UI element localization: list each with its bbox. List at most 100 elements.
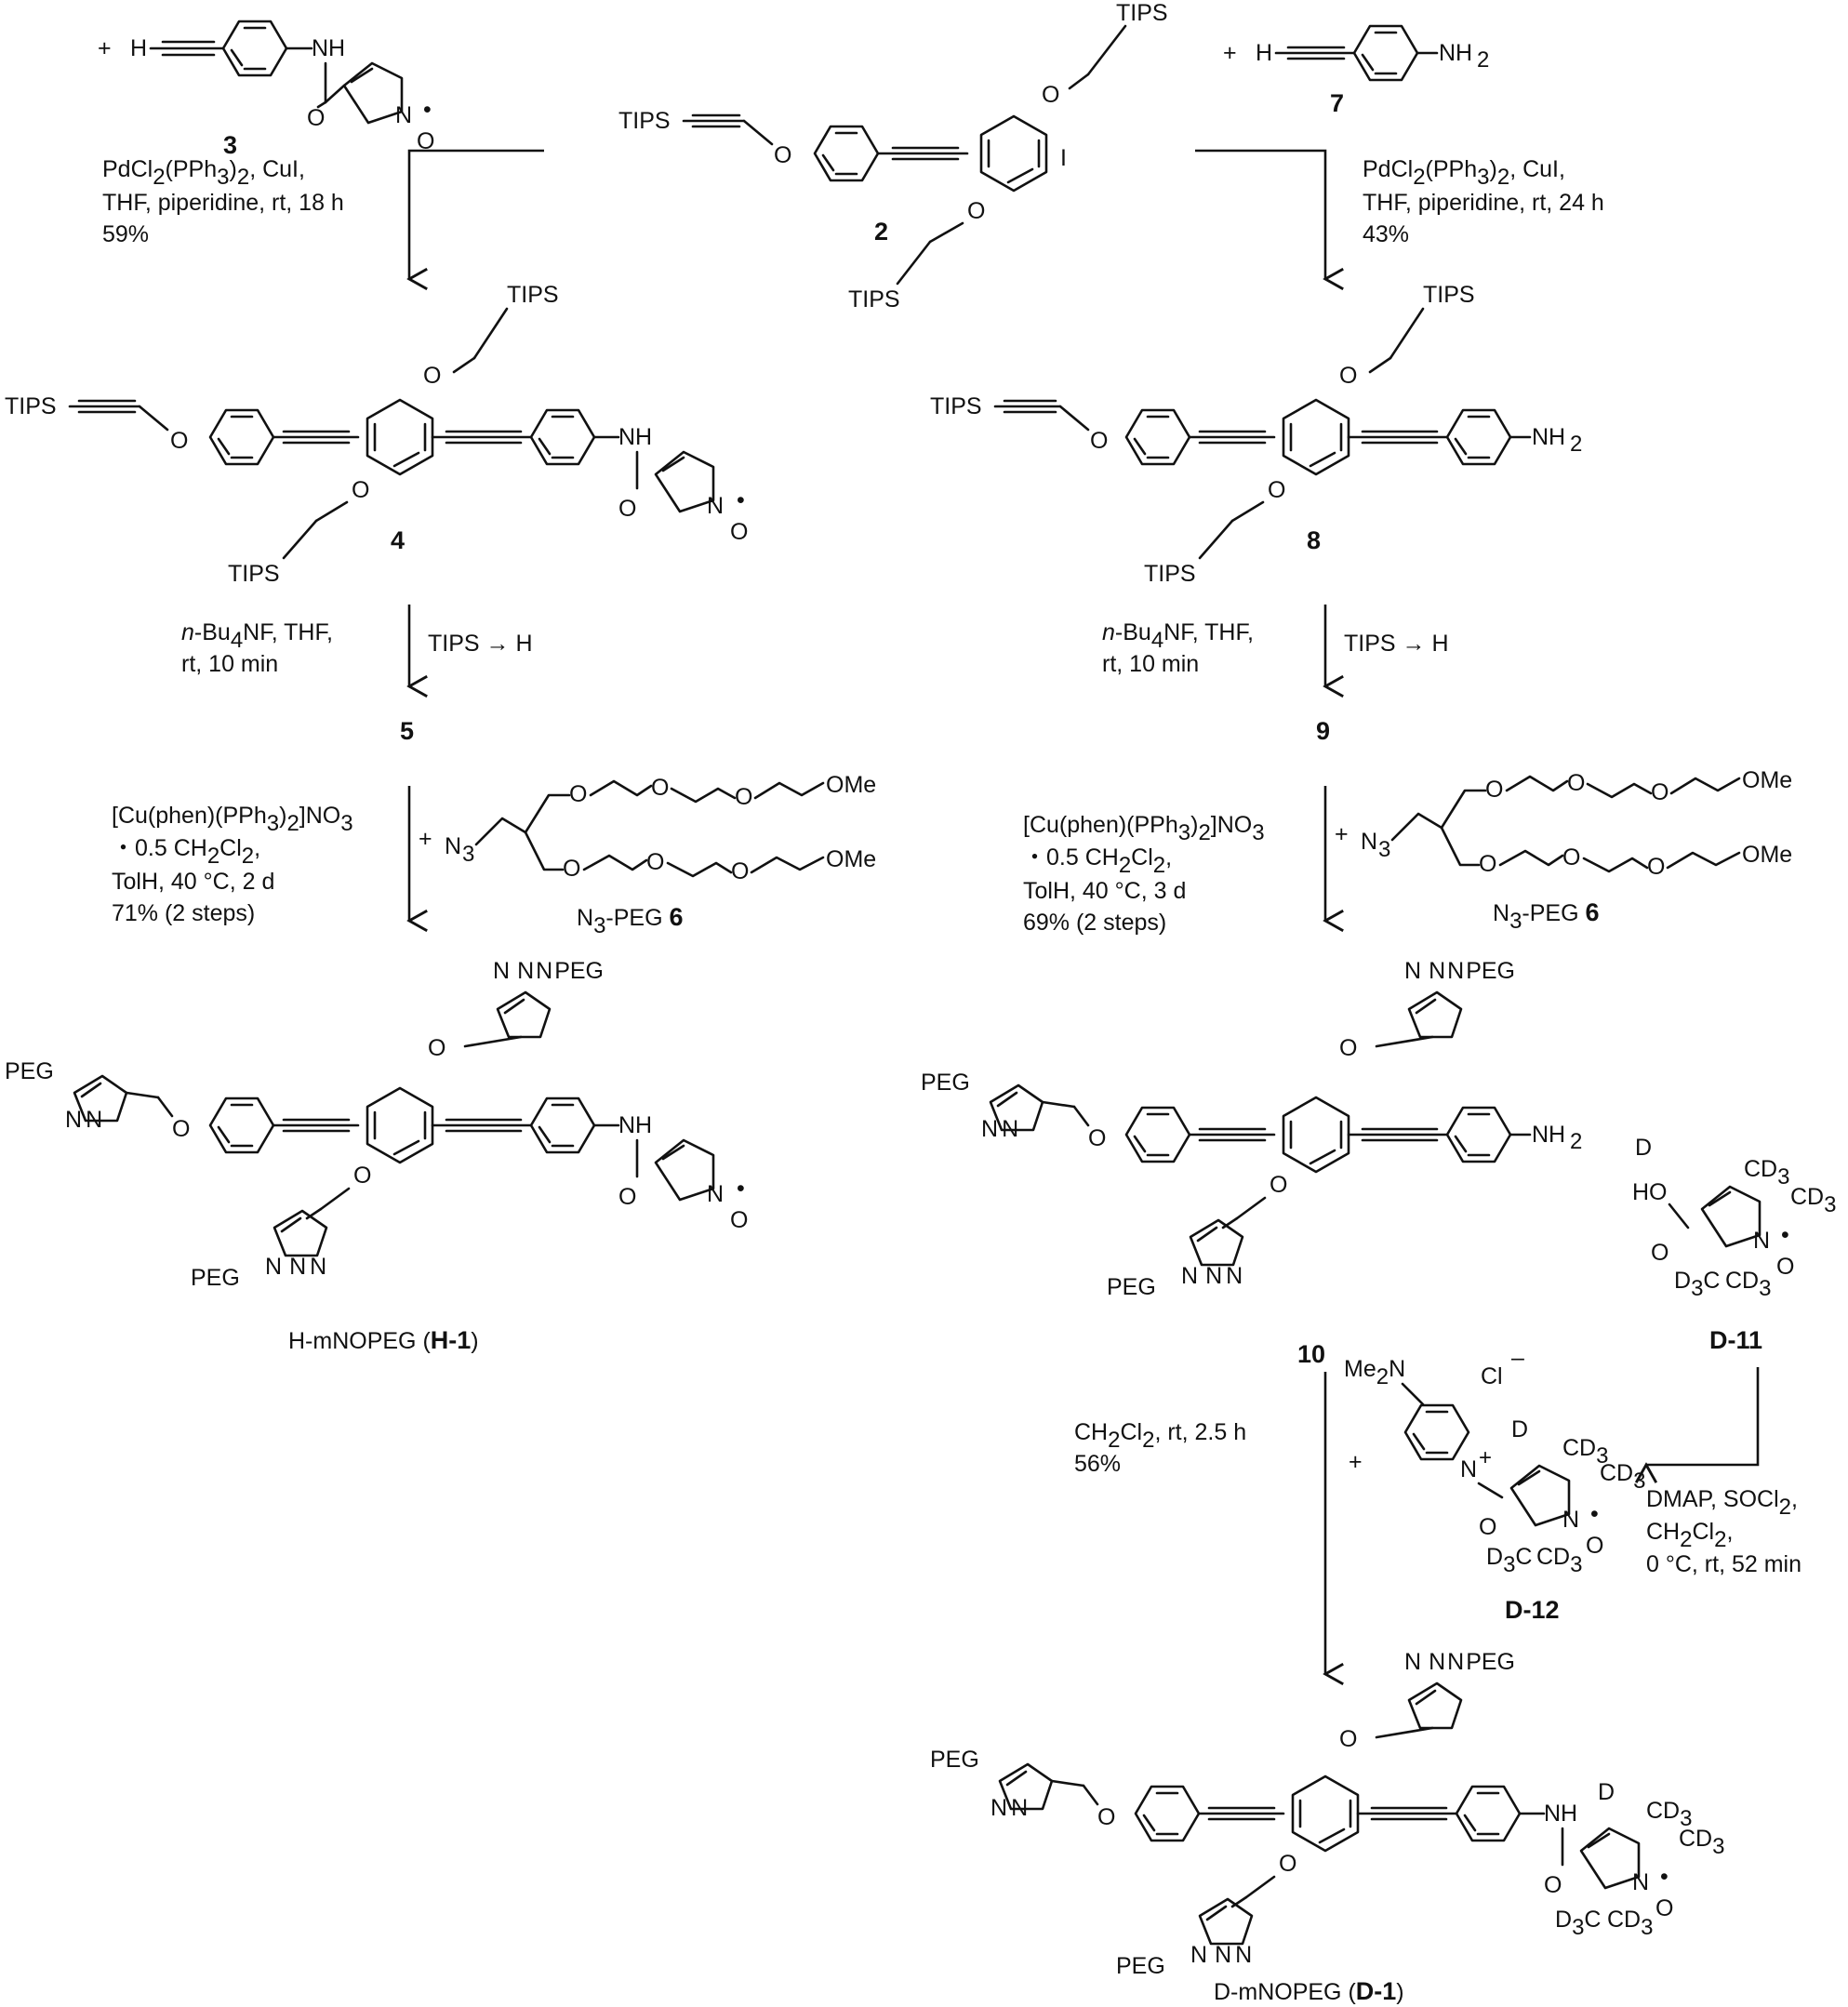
compound-label-9: 9 — [1316, 717, 1330, 745]
compound-label-d11: D-11 — [1709, 1326, 1762, 1354]
atom-o: O — [1655, 1895, 1673, 1921]
atom-o: O — [1567, 770, 1585, 796]
subscript-3: 3 — [1378, 837, 1390, 862]
atom-o: O — [618, 496, 636, 522]
me2n-label: Me2N — [1344, 1356, 1405, 1389]
condition-line: THF, piperidine, rt, 18 h — [102, 190, 344, 216]
atom-tips: TIPS — [5, 393, 57, 419]
charge-minus: – — [1511, 1345, 1524, 1371]
atom-o: O — [735, 784, 752, 810]
atom-peg: PEG — [930, 1747, 979, 1773]
atom-ome: OMe — [1742, 767, 1792, 793]
n3-peg-label: N3-PEG 6 — [1493, 898, 1600, 934]
n3-peg-6-left: + N 3 O O O OMe O O O OMe N3-PEG 6 — [419, 772, 876, 938]
atom-o: O — [1088, 1125, 1106, 1151]
atom-nh2: NH — [1532, 1122, 1565, 1148]
atom-o: O — [774, 142, 791, 168]
conditions-deprotect-left: n-Bu4NF, THF, rt, 10 min TIPS → H — [181, 619, 533, 677]
atom-o: O — [1485, 777, 1503, 803]
atom-o: O — [731, 858, 749, 884]
plus-sign: + — [419, 826, 432, 852]
radical-dot: • — [1660, 1864, 1669, 1890]
subscript-2: 2 — [1477, 47, 1489, 73]
atom-o: O — [1651, 779, 1669, 805]
conditions-click-right: [Cu(phen)(PPh3)2]NO3 ・0.5 CH2Cl2, TolH, … — [1023, 812, 1265, 936]
compound-label-4: 4 — [391, 526, 405, 554]
condition-line: TolH, 40 °C, 3 d — [1023, 878, 1186, 904]
arrow-step1-right — [1195, 149, 1325, 279]
compound-label-5: 5 — [400, 717, 414, 745]
plus-sign: + — [1349, 1449, 1363, 1475]
cd3-label: CD3 — [1725, 1268, 1771, 1301]
atom-peg: PEG — [1116, 1953, 1165, 1979]
atom-o: O — [730, 1207, 748, 1233]
atom-h: H — [1256, 40, 1272, 66]
radical-dot: • — [737, 1176, 745, 1202]
atom-o: O — [730, 519, 748, 545]
atom-nh: NH — [1544, 1801, 1577, 1827]
atom-o: O — [651, 775, 669, 801]
compound-d12-structure: Me2N Cl – + N + O D N • O CD3 CD3 D3C CD… — [1344, 1345, 1645, 1624]
cd3-label: CD3 — [1607, 1907, 1653, 1940]
atom-ome: OMe — [826, 846, 876, 872]
compound-label-3: 3 — [223, 131, 237, 159]
atom-o: O — [618, 1184, 636, 1210]
conditions-step1-right: PdCl2(PPh3)2, CuI, THF, piperidine, rt, … — [1363, 156, 1604, 247]
atom-ho: HO — [1632, 1179, 1668, 1205]
subscript-2: 2 — [1570, 1129, 1582, 1154]
atom-o: O — [1339, 1726, 1357, 1752]
atom-tips: TIPS — [228, 561, 280, 587]
atom-n: N — [1632, 1869, 1649, 1895]
atom-o: O — [172, 1116, 190, 1142]
compound-label-2: 2 — [874, 218, 888, 246]
plus-sign: + — [1223, 40, 1237, 66]
compound-4-structure: TIPS O TIPS O NH O N • O O TIPS 4 — [5, 282, 748, 587]
atom-ome: OMe — [826, 772, 876, 798]
atom-peg: PEG — [921, 1070, 970, 1096]
d1-name: D-mNOPEG (D-1) — [1214, 1977, 1404, 2005]
atom-o: O — [352, 477, 369, 503]
arrow-activation — [1646, 1367, 1760, 1465]
compound-2-structure: TIPS O TIPS O I O TIPS 2 — [618, 0, 1168, 312]
atom-o: O — [1479, 851, 1496, 877]
d3c-label: D3C — [1674, 1268, 1720, 1301]
compound-d11-structure: D HO O N • O CD3 CD3 D3C CD3 D-11 — [1632, 1135, 1836, 1354]
atom-d: D — [1511, 1416, 1528, 1442]
plus-sign: + — [1335, 821, 1349, 847]
condition-line: rt, 10 min — [1102, 651, 1199, 677]
atom-n: N — [1753, 1228, 1770, 1254]
atom-tips: TIPS — [1423, 282, 1475, 308]
atom-o: O — [417, 128, 434, 154]
n3-peg-6-right: + N 3 O O O OMe O O O OMe N3-PEG 6 — [1335, 767, 1792, 934]
condition-line: [Cu(phen)(PPh3)2]NO3 — [112, 803, 353, 836]
condition-line: PdCl2(PPh3)2, CuI, — [1363, 156, 1565, 190]
atom-o: O — [1090, 428, 1108, 454]
atom-o: O — [1270, 1172, 1287, 1198]
condition-line: 0 °C, rt, 52 min — [1646, 1551, 1801, 1577]
atom-o: O — [1097, 1804, 1115, 1830]
compound-3-structure: + H NH O N • O 3 — [98, 20, 434, 159]
tips-to-h-label: TIPS → H — [1344, 631, 1449, 657]
atom-tips: TIPS — [930, 393, 982, 419]
condition-line: THF, piperidine, rt, 24 h — [1363, 190, 1604, 216]
atom-o: O — [1479, 1514, 1496, 1540]
atom-o: O — [1651, 1240, 1669, 1266]
atom-peg: PEG — [1107, 1274, 1156, 1300]
atom-o: O — [1586, 1533, 1603, 1559]
atom-n: N — [1562, 1507, 1579, 1533]
atom-n: N — [1460, 1456, 1477, 1482]
atom-o: O — [569, 781, 587, 807]
atom-d: D — [1635, 1135, 1652, 1161]
yield-text: 69% (2 steps) — [1023, 910, 1166, 936]
subscript-2: 2 — [1570, 432, 1582, 457]
condition-line: n-Bu4NF, THF, — [181, 619, 333, 653]
cd3-label: CD3 — [1744, 1156, 1789, 1190]
conditions-step1-left: PdCl2(PPh3)2, CuI, THF, piperidine, rt, … — [102, 156, 344, 247]
